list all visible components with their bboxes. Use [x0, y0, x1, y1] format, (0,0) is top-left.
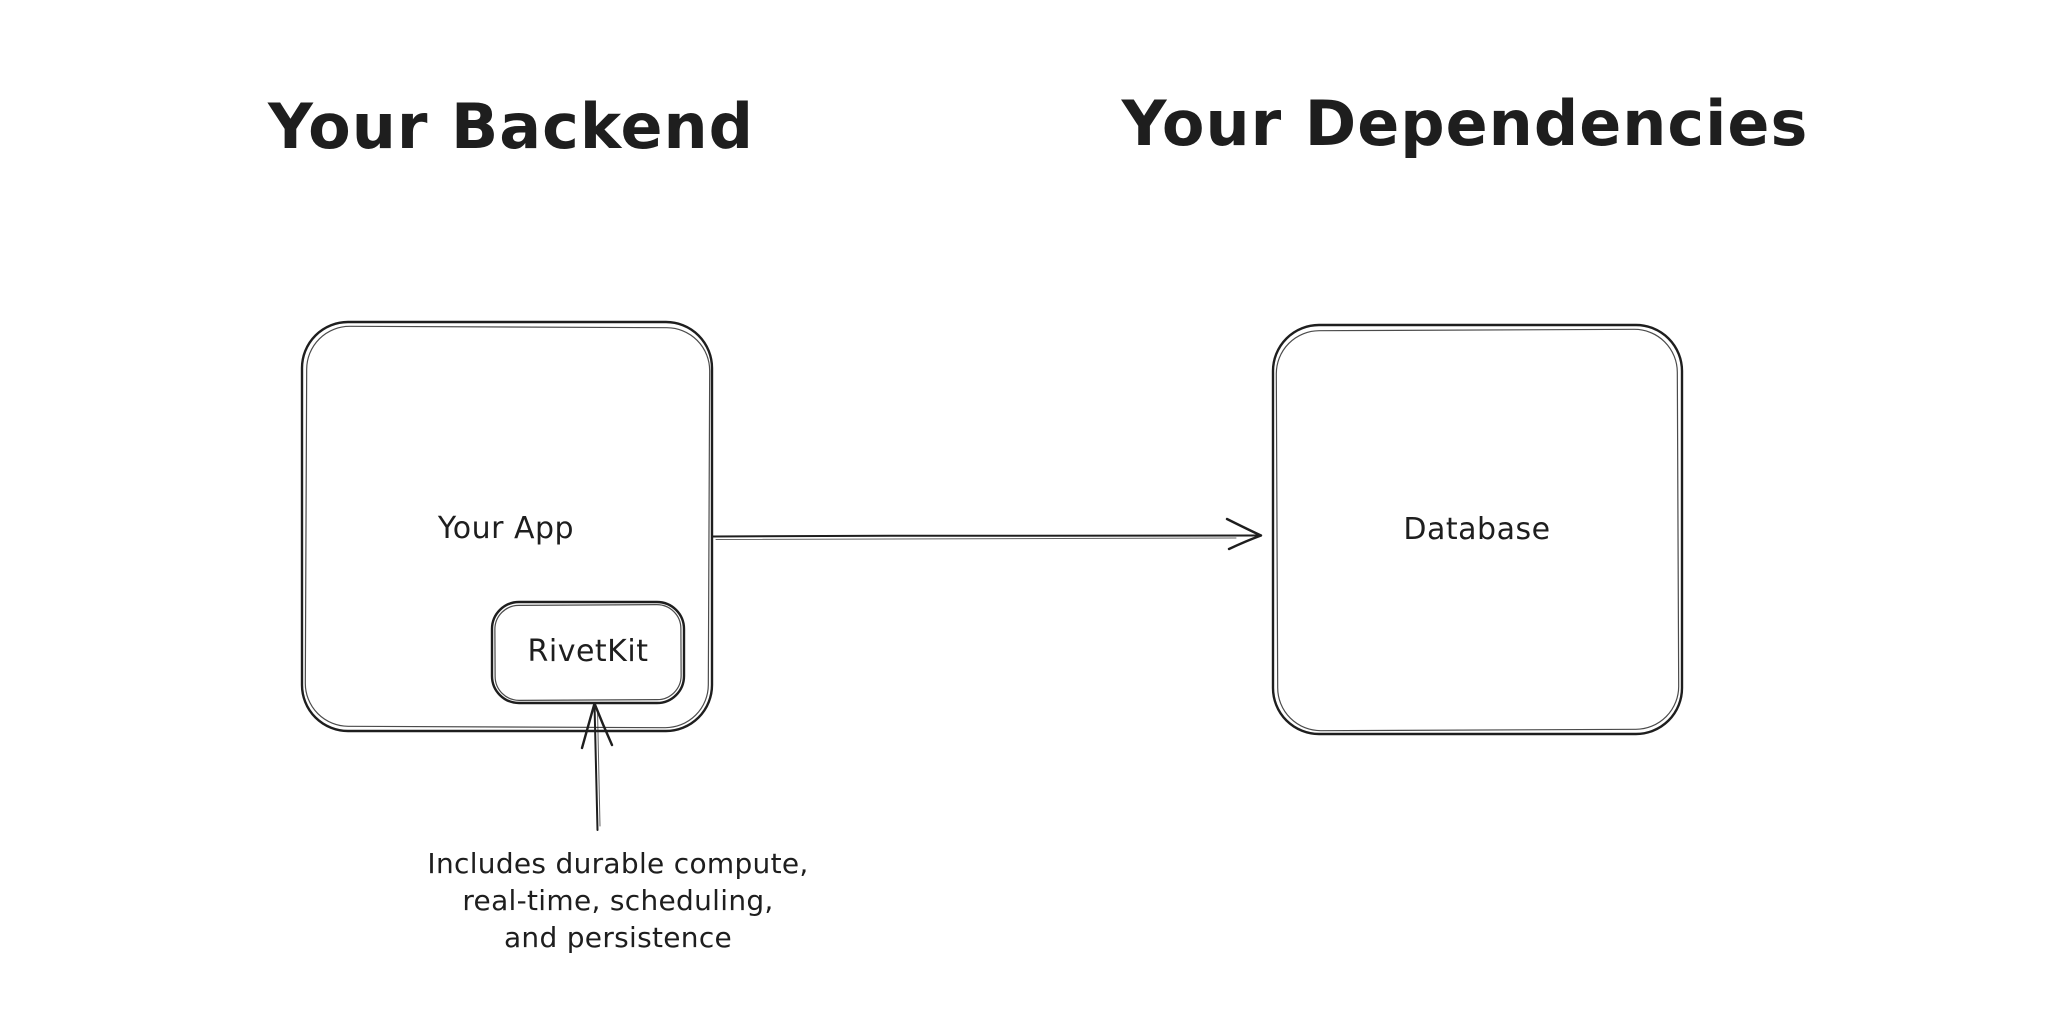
backend-title: Your Backend — [267, 90, 755, 163]
database-label: Database — [1403, 512, 1551, 547]
arrow-shaft-sketch-stroke — [715, 537, 1237, 540]
arrow-up-icon — [580, 702, 614, 750]
app-to-database-arrow — [712, 517, 1263, 551]
arrow-right-icon — [1225, 517, 1263, 551]
rivetkit-note: Includes durable compute, real-time, sch… — [427, 847, 809, 954]
database-box-sketch-stroke — [1275, 328, 1680, 732]
dependencies-title: Your Dependencies — [1121, 87, 1809, 160]
database-box-outline — [1271, 323, 1684, 736]
your-app-box-outline — [300, 320, 714, 733]
your-app-box — [300, 320, 714, 733]
rivetkit-box — [490, 600, 686, 705]
arrow-shaft — [712, 534, 1262, 538]
note-to-rivetkit-arrow — [580, 702, 614, 831]
arrow-shaft — [593, 703, 599, 831]
your-app-box-sketch-stroke — [304, 325, 711, 729]
arrow-shaft-sketch-stroke — [597, 709, 601, 827]
database-box — [1271, 323, 1684, 736]
your-app-label: Your App — [437, 511, 575, 546]
rivetkit-box-sketch-stroke — [494, 604, 682, 701]
rivetkit-label: RivetKit — [527, 634, 649, 669]
rivetkit-box-outline — [490, 600, 686, 705]
